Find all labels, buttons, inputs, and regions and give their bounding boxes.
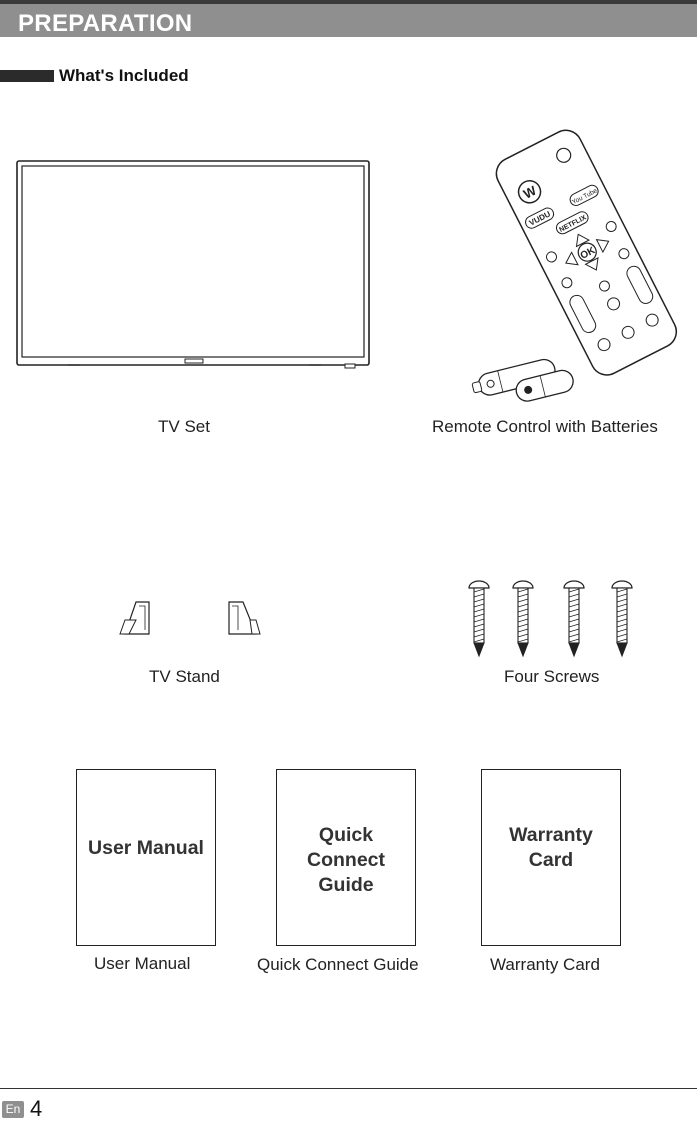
section-header-bar: PREPARATION — [0, 4, 697, 37]
quick-connect-cover-line-1: Quick — [318, 824, 374, 846]
user-manual-cover-title: User Manual — [88, 837, 204, 859]
subsection-title: What's Included — [59, 66, 189, 85]
user-manual-booklet: User Manual — [76, 769, 216, 946]
quick-connect-cover-line-3: Guide — [318, 874, 374, 896]
warranty-card-caption: Warranty Card — [490, 955, 600, 974]
quick-connect-cover-line-2: Connect — [307, 849, 385, 871]
warranty-cover-line-1: Warranty — [509, 824, 593, 846]
warranty-cover-line-2: Card — [528, 849, 574, 871]
user-manual-caption: User Manual — [94, 954, 191, 973]
remote-control-caption: Remote Control with Batteries — [432, 417, 658, 436]
subsection-marker — [0, 70, 54, 82]
tv-set-caption: TV Set — [158, 417, 210, 436]
four-screws-caption: Four Screws — [504, 667, 600, 686]
page-title: PREPARATION — [18, 10, 193, 37]
tv-stand-caption: TV Stand — [149, 667, 220, 686]
quick-connect-guide-booklet: Quick Connect Guide — [276, 769, 416, 946]
language-badge: En — [2, 1101, 24, 1118]
header-top-line — [0, 0, 697, 4]
quick-connect-guide-caption: Quick Connect Guide — [257, 955, 419, 974]
footer-divider — [0, 1088, 697, 1089]
warranty-card-booklet: Warranty Card — [481, 769, 621, 946]
page-number: 4 — [30, 1096, 43, 1121]
